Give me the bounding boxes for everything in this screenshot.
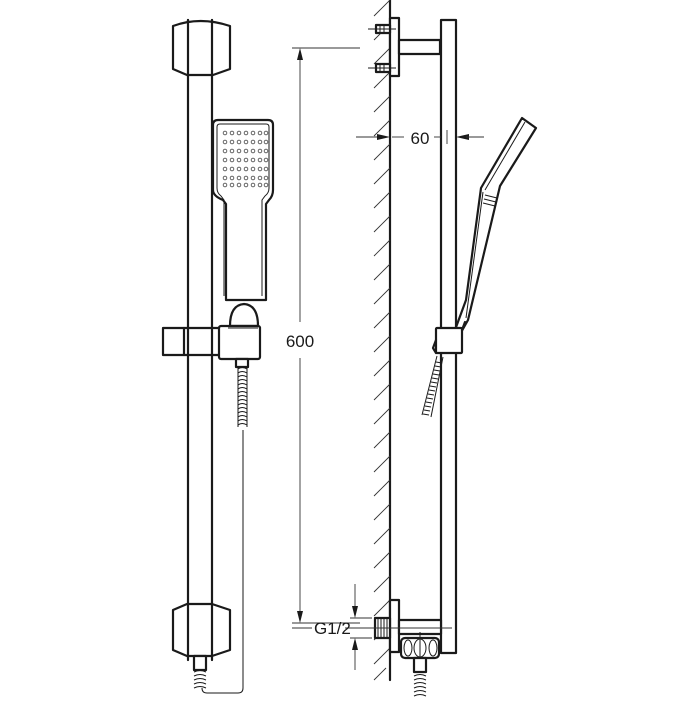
- hand-shower: [211, 118, 275, 302]
- front-view: [161, 18, 275, 694]
- wall: [373, 0, 392, 682]
- wall-fixings: [368, 16, 442, 78]
- side-view: [368, 0, 538, 697]
- connection-label: G1/2: [314, 619, 351, 638]
- slider-holder: [161, 302, 262, 369]
- bottom-bracket: [171, 602, 232, 689]
- side-slider: [431, 320, 467, 355]
- spray-nozzle-grid: [222, 130, 269, 188]
- wall-offset-label: 60: [411, 129, 430, 148]
- wall-outlet-elbow: [373, 598, 443, 697]
- tilted-hand-shower: [453, 116, 538, 338]
- hose: [201, 367, 248, 694]
- height-dimension-label: 600: [286, 332, 314, 351]
- side-hose: [421, 355, 444, 418]
- wall-offset-dimension: 60: [356, 129, 484, 148]
- height-dimension: 600: [286, 47, 360, 624]
- top-bracket: [171, 18, 232, 78]
- connection-dimension: G1/2: [292, 584, 452, 670]
